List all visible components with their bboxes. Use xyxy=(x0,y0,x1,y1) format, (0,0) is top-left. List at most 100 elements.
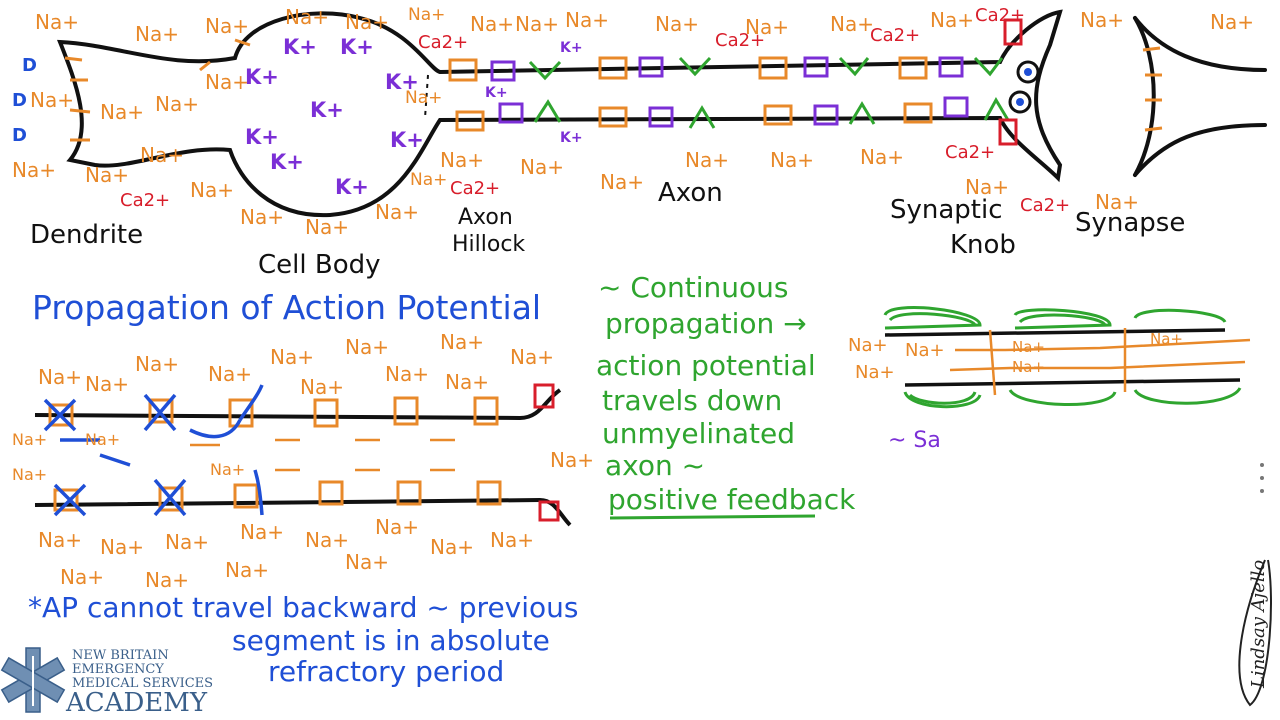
warning-line: *AP cannot travel backward ~ previous xyxy=(28,591,579,624)
continuous-line: travels down xyxy=(602,384,783,417)
na-ion: Na+ xyxy=(285,5,329,29)
na-ion: Na+ xyxy=(240,520,284,544)
academy-logo: NEW BRITAIN EMERGENCY MEDICAL SERVICES A… xyxy=(0,640,250,720)
k-ion: K+ xyxy=(560,40,583,56)
k-ion: K+ xyxy=(310,98,344,122)
na-ion: Na+ xyxy=(745,15,789,39)
saltatory-heading: ~ Sa xyxy=(888,428,941,453)
na-ion: Na+ xyxy=(515,12,559,36)
logo-line-2: EMERGENCY xyxy=(72,662,164,677)
k-ion: K+ xyxy=(390,128,424,152)
continuous-line: positive feedback xyxy=(608,483,856,516)
k-ion: K+ xyxy=(485,85,508,101)
feedback-underline xyxy=(609,514,816,520)
na-ion: Na+ xyxy=(375,200,419,224)
continuous-channels xyxy=(48,396,502,512)
continuous-heading: ~ Continuous xyxy=(598,271,789,304)
na-ion: Na+ xyxy=(550,448,594,472)
na-ion: Na+ xyxy=(1150,330,1183,348)
cell-body-label: Cell Body xyxy=(258,250,381,280)
na-ion: Na+ xyxy=(12,430,48,449)
continuous-axon xyxy=(34,388,572,527)
k-ion: K+ xyxy=(560,130,583,146)
myelin-sheaths xyxy=(883,306,1242,409)
logo-line-1: NEW BRITAIN xyxy=(72,648,169,663)
na-ion: Na+ xyxy=(855,362,895,383)
na-ion: Na+ xyxy=(490,528,534,552)
na-ion: Na+ xyxy=(85,372,129,396)
na-ion: Na+ xyxy=(210,460,246,479)
na-ion: Na+ xyxy=(565,8,609,32)
na-ion: Na+ xyxy=(38,365,82,389)
na-ion: Na+ xyxy=(440,148,484,172)
na-ion: Na+ xyxy=(135,22,179,46)
ca-ion: Ca2+ xyxy=(975,5,1026,26)
warning-line: segment is in absolute xyxy=(232,624,550,657)
side-dots xyxy=(1260,463,1264,493)
k-ion: K+ xyxy=(245,125,279,149)
na-ion: Na+ xyxy=(145,568,189,592)
axon-channels xyxy=(448,56,933,132)
na-ion: Na+ xyxy=(30,88,74,112)
k-ion: K+ xyxy=(270,150,304,174)
k-ion: K+ xyxy=(335,175,369,199)
na-ion: Na+ xyxy=(60,565,104,589)
na-ion: Na+ xyxy=(860,145,904,169)
na-ion: Na+ xyxy=(965,175,1009,199)
na-ion: Na+ xyxy=(165,530,209,554)
signature-stroke xyxy=(1238,559,1272,707)
section-title: Propagation of Action Potential xyxy=(32,288,542,327)
na-ion: Na+ xyxy=(1080,8,1124,32)
myelinated-axon xyxy=(884,328,1241,387)
na-ion: Na+ xyxy=(600,170,644,194)
dendrite-channels xyxy=(64,38,1163,142)
na-ion: Na+ xyxy=(848,335,888,356)
na-ion: Na+ xyxy=(405,88,443,108)
na-ion: Na+ xyxy=(510,345,554,369)
d-ligand: D xyxy=(22,55,37,76)
calcium-channel-shapes xyxy=(528,56,1010,129)
signature: Lindsay Ajello xyxy=(1248,559,1269,688)
potassium-channels xyxy=(490,56,969,128)
na-ion: Na+ xyxy=(1095,190,1139,214)
na-ion: Na+ xyxy=(305,215,349,239)
na-ion: Na+ xyxy=(155,92,199,116)
na-ion: Na+ xyxy=(685,148,729,172)
na-ion: Na+ xyxy=(830,12,874,36)
na-ion: Na+ xyxy=(270,345,314,369)
k-ion: K+ xyxy=(283,35,317,59)
logo-line-3: MEDICAL SERVICES xyxy=(72,676,214,691)
na-ion: Na+ xyxy=(1012,358,1045,376)
na-ion: Na+ xyxy=(410,170,448,190)
ca-ion: Ca2+ xyxy=(450,178,501,199)
axon-hillock-line xyxy=(424,74,429,119)
na-ion: Na+ xyxy=(100,535,144,559)
na-ion: Na+ xyxy=(770,148,814,172)
k-ion: K+ xyxy=(385,70,419,94)
na-ion: Na+ xyxy=(930,8,974,32)
continuous-line: unmyelinated xyxy=(602,417,796,450)
end-channels xyxy=(533,18,1023,522)
na-ion: Na+ xyxy=(655,12,699,36)
k-ion: K+ xyxy=(340,35,374,59)
na-ion: Na+ xyxy=(305,528,349,552)
d-ligand: D xyxy=(12,125,27,146)
ca-ion: Ca2+ xyxy=(945,142,996,163)
na-ion: Na+ xyxy=(1012,338,1045,356)
continuous-line: axon ~ xyxy=(605,449,706,482)
na-ion: Na+ xyxy=(190,178,234,202)
na-ion: Na+ xyxy=(300,375,344,399)
na-ion: Na+ xyxy=(38,528,82,552)
continuous-line: action potential xyxy=(596,349,816,382)
na-ion: Na+ xyxy=(345,335,389,359)
na-ion: Na+ xyxy=(12,465,48,484)
d-ligand: D xyxy=(12,90,27,111)
na-ion: Na+ xyxy=(205,14,249,38)
axon-hillock-label-2: Hillock xyxy=(452,232,526,257)
synaptic-knob-label-1: Synaptic xyxy=(890,195,1003,225)
ca-ion: Ca2+ xyxy=(120,190,171,211)
neuron-outline xyxy=(56,9,1267,218)
na-ion: Na+ xyxy=(385,362,429,386)
na-ion: Na+ xyxy=(205,70,249,94)
